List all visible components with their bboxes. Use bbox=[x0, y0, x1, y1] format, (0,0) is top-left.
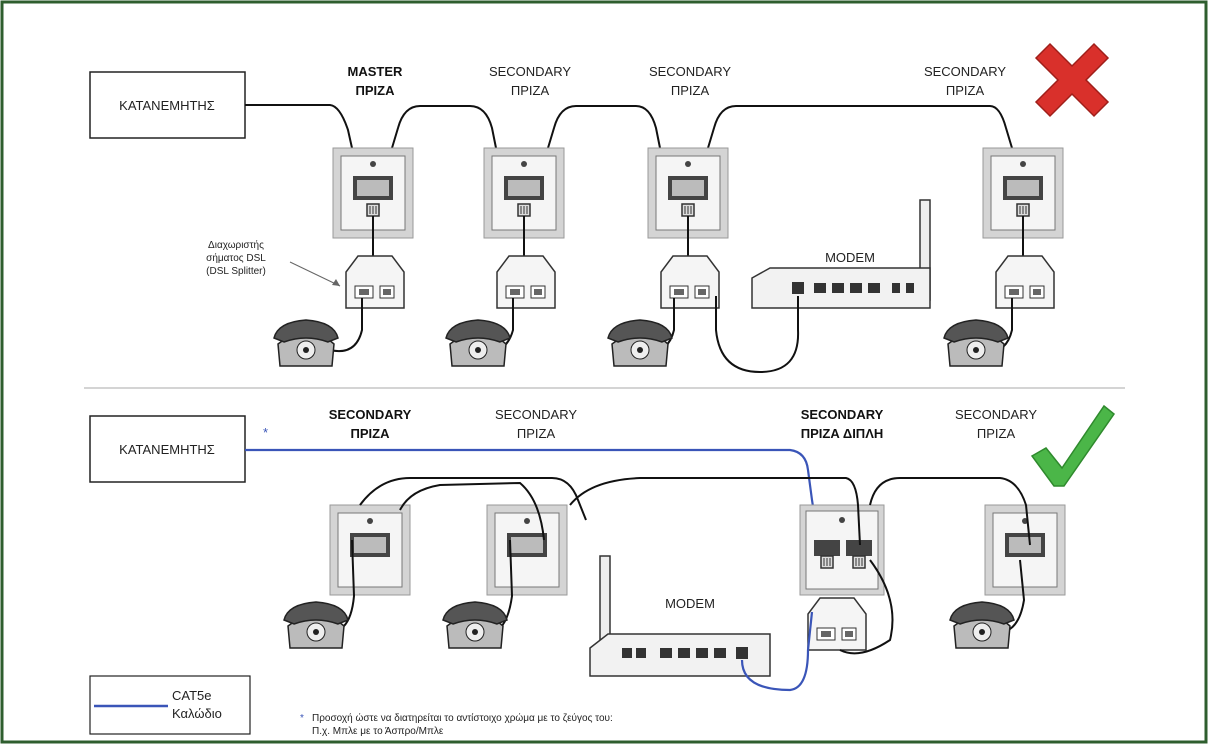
wall-socket bbox=[984, 504, 1066, 596]
svg-text:Διαχωριστής: Διαχωριστής bbox=[208, 239, 264, 251]
socket-label-line2: ΠΡΙΖΑ bbox=[977, 426, 1016, 441]
socket-label-line2: ΠΡΙΖΑ bbox=[946, 83, 985, 98]
rj11-plug bbox=[820, 555, 834, 569]
dsl-splitter bbox=[345, 255, 405, 309]
double-wall-socket bbox=[799, 504, 885, 596]
wall-socket bbox=[486, 504, 568, 596]
socket-label-line1: SECONDARY bbox=[955, 407, 1037, 422]
svg-text:σήματος DSL: σήματος DSL bbox=[206, 252, 266, 264]
distributor-box-bottom: ΚΑΤΑΝΕΜΗΤΗΣ bbox=[89, 415, 246, 483]
rj11-plug bbox=[852, 555, 866, 569]
modem-label: MODEM bbox=[825, 250, 875, 265]
telephone bbox=[273, 319, 339, 367]
socket-label-line1: SECONDARY bbox=[649, 64, 731, 79]
splitter-annotation: Διαχωριστής σήματος DSL (DSL Splitter) bbox=[206, 239, 341, 287]
legend: CAT5e Καλώδιο bbox=[89, 675, 251, 735]
wall-socket bbox=[329, 504, 411, 596]
socket-label-line1: SECONDARY bbox=[801, 407, 884, 422]
svg-text:ΚΑΤΑΝΕΜΗΤΗΣ: ΚΑΤΑΝΕΜΗΤΗΣ bbox=[119, 442, 215, 457]
dsl-splitter bbox=[995, 255, 1055, 309]
dsl-splitter bbox=[496, 255, 556, 309]
svg-text:(DSL Splitter): (DSL Splitter) bbox=[206, 266, 266, 277]
top-socket-labels: MASTER ΠΡΙΖΑ SECONDARY ΠΡΙΖΑ SECONDARY Π… bbox=[348, 64, 1007, 98]
socket-label-line1: SECONDARY bbox=[924, 64, 1006, 79]
modem-bottom: MODEM bbox=[589, 555, 771, 677]
telephone bbox=[949, 601, 1015, 649]
footnote-line2: Π.χ. Μπλε με το Άσπρο/Μπλε bbox=[312, 726, 444, 737]
legend-label-line1: CAT5e bbox=[172, 688, 212, 703]
footnote-line1: Προσοχή ώστε να διατηρείται το αντίστοιχ… bbox=[312, 712, 613, 724]
telephone bbox=[445, 319, 511, 367]
dsl-splitter bbox=[807, 597, 867, 651]
socket-label-line2: ΠΡΙΖΑ ΔΙΠΛΗ bbox=[801, 426, 884, 441]
phone-line-wire bbox=[245, 104, 1013, 149]
wrong-cross-icon bbox=[1034, 42, 1110, 118]
telephone bbox=[283, 601, 349, 649]
socket-label-line1: MASTER bbox=[348, 64, 404, 79]
splitter-modem-wire bbox=[715, 296, 800, 374]
telephone bbox=[607, 319, 673, 367]
cat5e-modem-cable bbox=[740, 611, 814, 692]
modem-top: MODEM bbox=[751, 199, 931, 309]
footnote: * Προσοχή ώστε να διατηρείται το αντίστο… bbox=[300, 712, 613, 737]
telephone bbox=[943, 319, 1009, 367]
svg-text:ΚΑΤΑΝΕΜΗΤΗΣ: ΚΑΤΑΝΕΜΗΤΗΣ bbox=[119, 98, 215, 113]
distributor-box-top: ΚΑΤΑΝΕΜΗΤΗΣ bbox=[89, 71, 246, 139]
star-marker: * bbox=[263, 425, 268, 440]
rj11-plug bbox=[517, 203, 531, 217]
socket-label-line2: ΠΡΙΖΑ bbox=[671, 83, 710, 98]
rj11-plug bbox=[681, 203, 695, 217]
socket-label-line1: SECONDARY bbox=[489, 64, 571, 79]
socket-label-line1: SECONDARY bbox=[329, 407, 412, 422]
telephone bbox=[442, 601, 508, 649]
bottom-socket-labels: SECONDARY ΠΡΙΖΑ SECONDARY ΠΡΙΖΑ SECONDAR… bbox=[329, 407, 1038, 441]
footnote-star: * bbox=[300, 713, 304, 724]
rj11-plug bbox=[366, 203, 380, 217]
dsl-splitter bbox=[660, 255, 720, 309]
socket-label-line1: SECONDARY bbox=[495, 407, 577, 422]
socket-label-line2: ΠΡΙΖΑ bbox=[511, 83, 550, 98]
legend-label-line2: Καλώδιο bbox=[172, 706, 222, 721]
socket-label-line2: ΠΡΙΖΑ bbox=[517, 426, 556, 441]
socket-label-line2: ΠΡΙΖΑ bbox=[356, 83, 396, 98]
modem-label: MODEM bbox=[665, 596, 715, 611]
correct-check-icon bbox=[1030, 404, 1116, 487]
phone-line-wire bbox=[359, 477, 1031, 546]
rj11-plug bbox=[1016, 203, 1030, 217]
socket-label-line2: ΠΡΙΖΑ bbox=[351, 426, 391, 441]
